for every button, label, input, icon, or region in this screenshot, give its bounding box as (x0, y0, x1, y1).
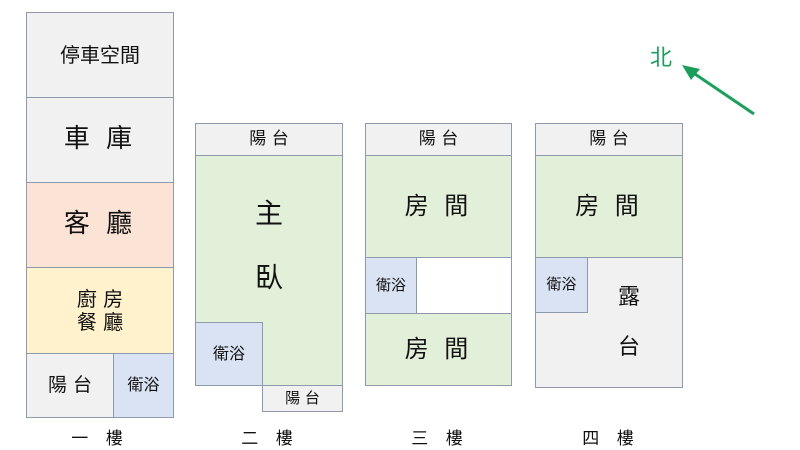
bathroom-floor-1: 衛浴 (113, 353, 174, 418)
bathroom-floor-2-label: 衛浴 (212, 343, 245, 363)
bathroom-floor-4-label: 衛浴 (546, 275, 577, 294)
floor-1-label: 一 樓 (71, 429, 129, 449)
north-label: 北 (650, 46, 673, 71)
room-floor-4: 房 間 (535, 155, 683, 258)
room-floor-3-top-label: 房 間 (404, 191, 473, 220)
room-floor-3-bottom-label: 房 間 (404, 334, 473, 363)
garage-label: 車 庫 (63, 124, 137, 155)
kitchen-dining-label: 廚 房 餐 廳 (76, 286, 124, 334)
balcony-floor-1-label: 陽 台 (47, 373, 93, 396)
master-bedroom-label: 主 臥 (254, 197, 283, 295)
floor-3-label: 三 樓 (411, 429, 469, 449)
bathroom-floor-3: 衛浴 (365, 257, 417, 314)
balcony-floor-2-bottom: 陽 台 (262, 385, 343, 412)
parking-space: 停車空間 (26, 12, 174, 98)
balcony-floor-2-top: 陽 台 (195, 123, 343, 156)
room-floor-3-bottom: 房 間 (365, 313, 512, 386)
bathroom-floor-4: 衛浴 (535, 257, 588, 313)
balcony-floor-3: 陽 台 (365, 123, 512, 156)
balcony-floor-2-bottom-label: 陽 台 (285, 388, 320, 407)
balcony-floor-3-label: 陽 台 (418, 128, 459, 149)
room-floor-4-label: 房 間 (575, 191, 643, 220)
living-room: 客 廳 (26, 182, 174, 268)
hallway-floor-3 (416, 257, 512, 314)
living-room-label: 客 廳 (63, 209, 137, 240)
floor-2-label: 二 樓 (241, 429, 299, 449)
bathroom-floor-2: 衛浴 (195, 322, 263, 386)
parking-space-label: 停車空間 (60, 42, 140, 67)
balcony-floor-2-top-label: 陽 台 (249, 128, 289, 149)
floor-4-label: 四 樓 (582, 429, 640, 449)
bathroom-floor-1-label: 衛浴 (127, 375, 160, 395)
bathroom-floor-3-label: 衛浴 (375, 275, 406, 294)
north-arrow-icon (682, 65, 755, 116)
garage: 車 庫 (26, 97, 174, 183)
room-floor-3-top: 房 間 (365, 155, 512, 258)
balcony-floor-4: 陽 台 (535, 123, 683, 156)
kitchen-dining: 廚 房 餐 廳 (26, 267, 174, 354)
terrace-floor-4-label: 露 台 (617, 284, 640, 361)
balcony-floor-4-label: 陽 台 (589, 128, 629, 149)
balcony-floor-1: 陽 台 (26, 353, 114, 418)
